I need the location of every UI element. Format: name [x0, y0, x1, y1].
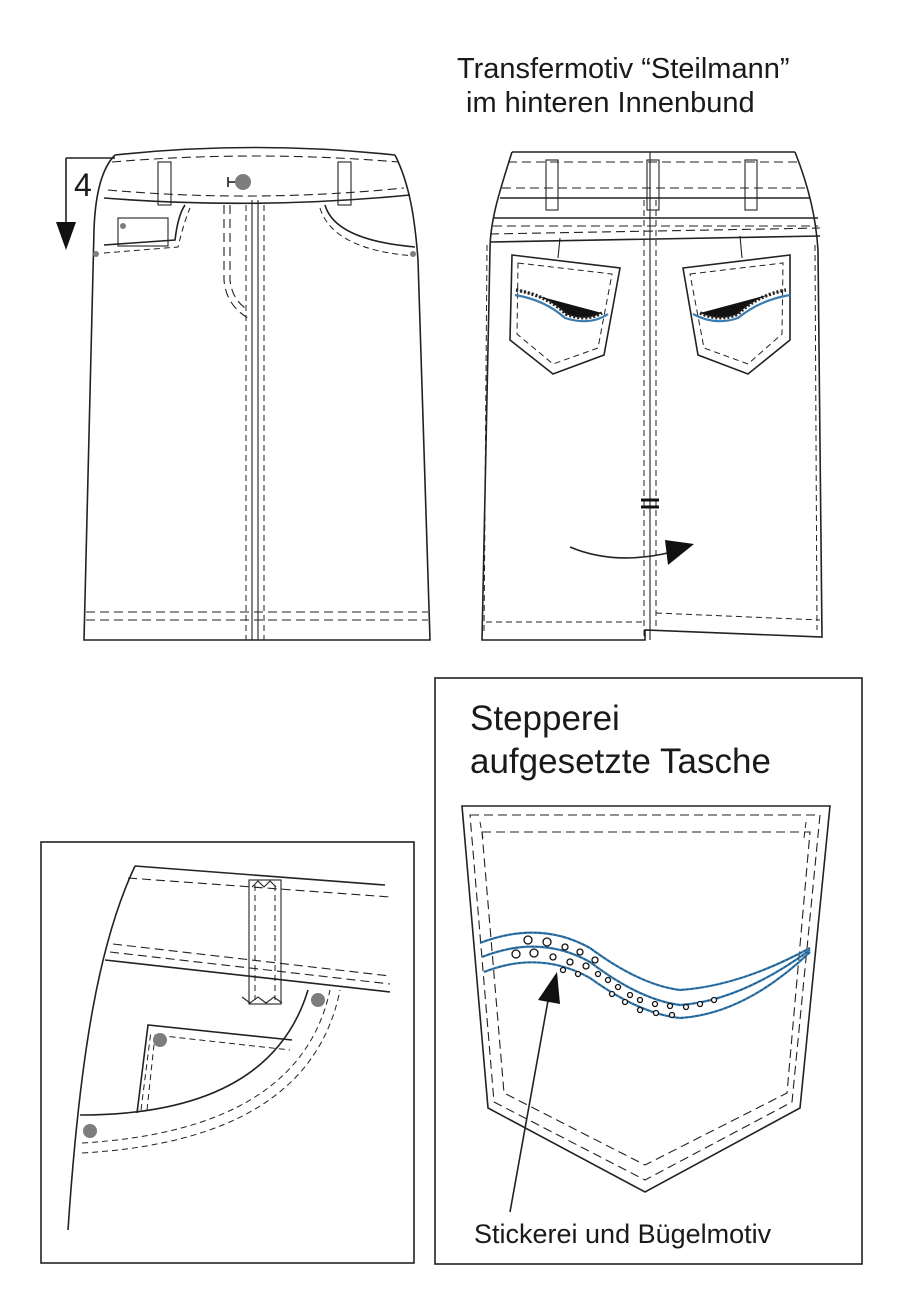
- transfer-motif-label-line2: im hinteren Innenbund: [466, 87, 755, 119]
- waistband-height-label: 4: [74, 167, 92, 203]
- front-pocket-detail: [40, 841, 415, 1264]
- stitching-label-line2: aufgesetzte Tasche: [470, 742, 771, 781]
- curved-arrow-icon: [569, 540, 694, 565]
- back-pocket-detail: Stepperei aufgesetzte Tasche: [434, 677, 863, 1265]
- skirt-back-view: Transfermotiv “Steilmann” im hinteren In…: [457, 53, 823, 641]
- skirt-front-view: 4: [56, 146, 431, 641]
- transfer-motif-label-line1: Transfermotiv “Steilmann”: [457, 53, 790, 85]
- stitching-label-line1: Stepperei: [470, 699, 620, 738]
- embroidery-label: Stickerei und Bügelmotiv: [474, 1219, 772, 1249]
- pointer-arrow-icon: [509, 972, 560, 1213]
- arrow-down-icon: [56, 157, 115, 250]
